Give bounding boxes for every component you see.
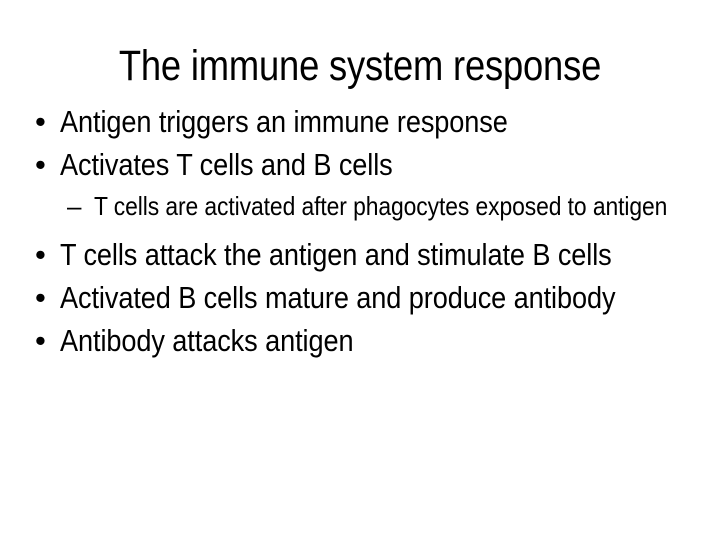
- bullet-marker-icon: •: [35, 323, 46, 358]
- sub-list-item-label: T cells are activated after phagocytes e…: [94, 191, 668, 221]
- list-item: • Activated B cells mature and produce a…: [33, 276, 683, 319]
- list-item: • Antigen triggers an immune response: [33, 100, 683, 143]
- list-item-label: Antibody attacks antigen: [60, 323, 354, 358]
- bullet-marker-icon: •: [35, 104, 46, 139]
- list-item-label: Antigen triggers an immune response: [60, 104, 508, 139]
- list-item-label: Activated B cells mature and produce ant…: [60, 280, 616, 315]
- page-title: The immune system response: [118, 42, 602, 90]
- bullet-marker-icon: •: [35, 147, 46, 182]
- list-item: • Antibody attacks antigen: [33, 319, 683, 362]
- list-item-label: T cells attack the antigen and stimulate…: [60, 237, 612, 272]
- list-item: • T cells attack the antigen and stimula…: [33, 233, 683, 276]
- list-item: • Activates T cells and B cells: [33, 143, 683, 186]
- list-item-label: Activates T cells and B cells: [60, 147, 393, 182]
- dash-marker-icon: –: [67, 191, 82, 221]
- bullet-marker-icon: •: [35, 280, 46, 315]
- sub-list-item: – T cells are activated after phagocytes…: [33, 188, 683, 224]
- slide-body-content: • Antigen triggers an immune response • …: [33, 100, 683, 362]
- bullet-marker-icon: •: [35, 237, 46, 272]
